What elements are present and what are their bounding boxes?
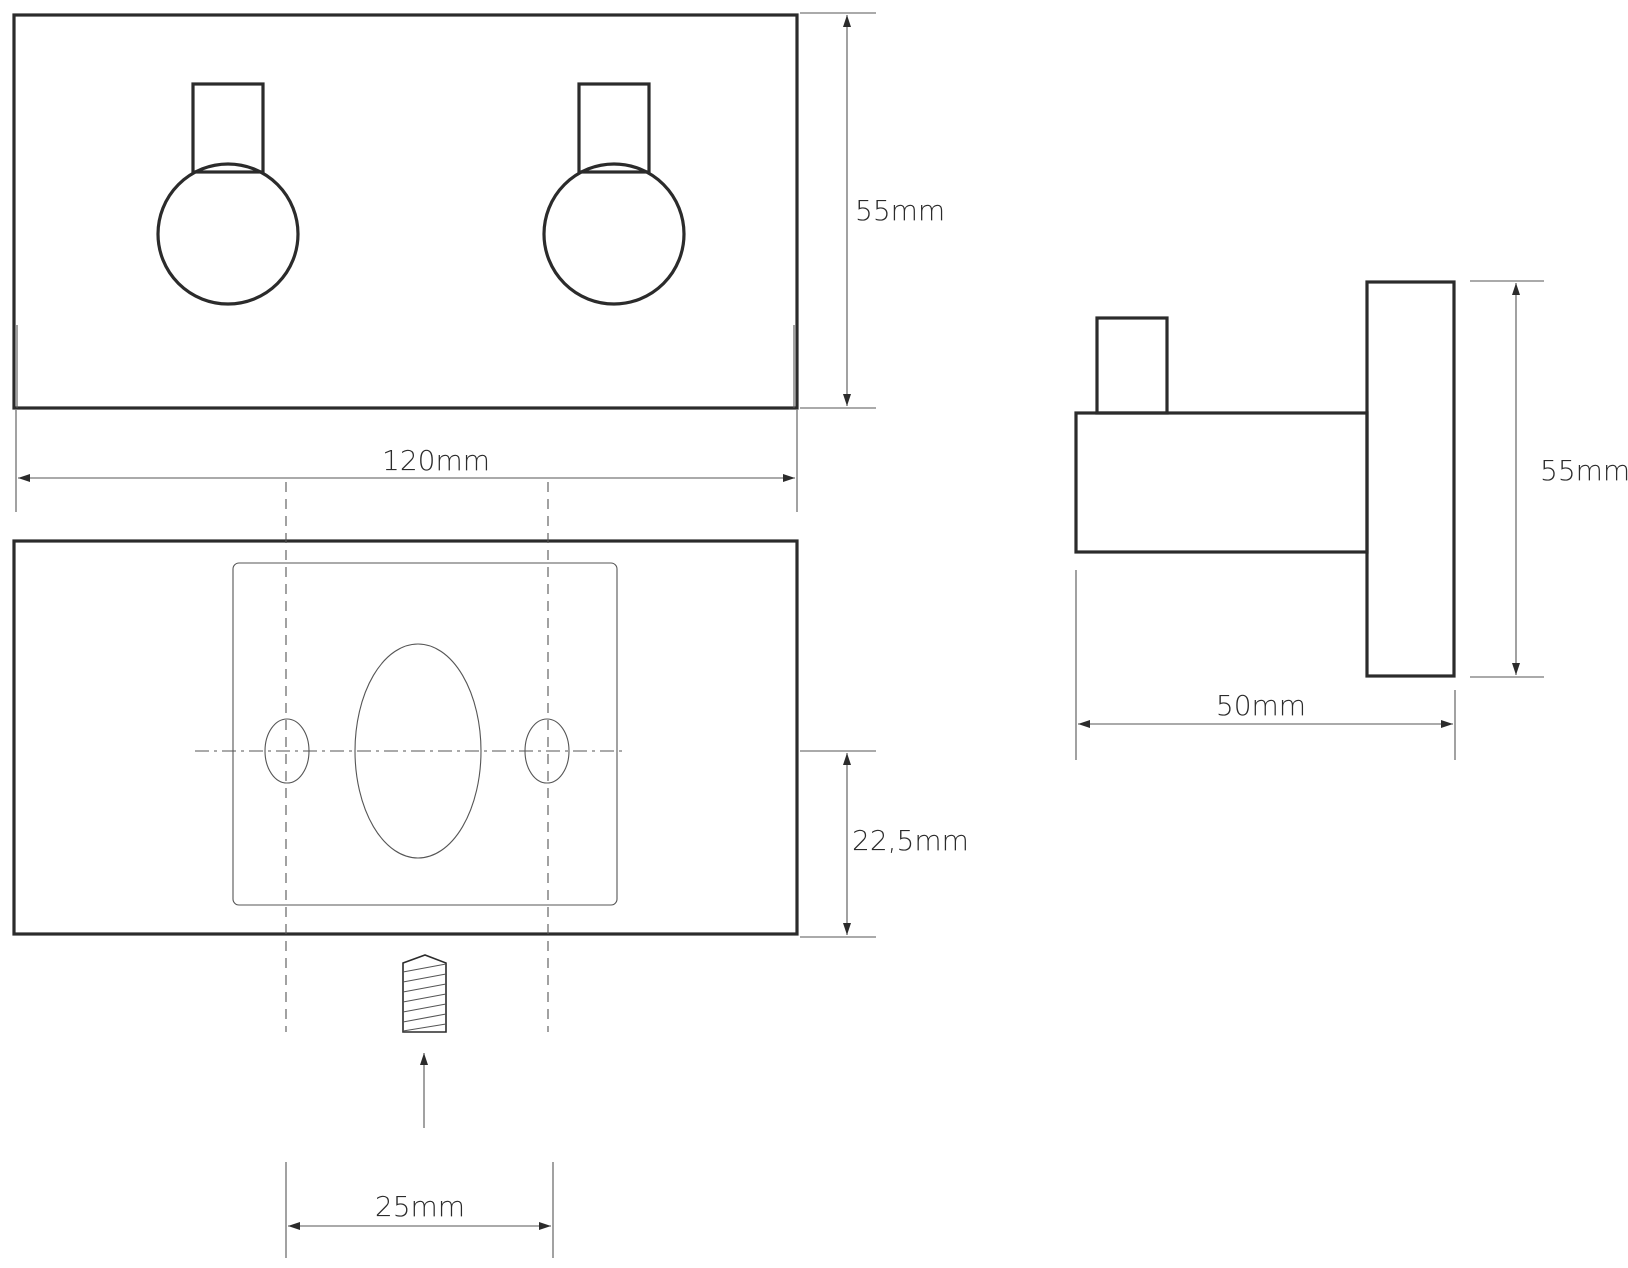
front-height-dimension: 55mm xyxy=(800,12,945,409)
front-width-label: 120mm xyxy=(382,444,490,477)
side-height-dimension: 55mm xyxy=(1470,280,1628,678)
side-depth-dimension: 50mm xyxy=(1075,570,1456,760)
hole-spacing-dimension: 25mm xyxy=(285,1162,554,1258)
side-depth-label: 50mm xyxy=(1216,689,1306,722)
front-width-dimension: 120mm xyxy=(15,410,798,512)
hole-spacing-label: 25mm xyxy=(375,1190,465,1223)
mounting-bracket xyxy=(232,562,618,906)
hook-left xyxy=(156,82,300,306)
side-arm xyxy=(1074,411,1369,554)
mounting-view xyxy=(12,482,799,1032)
screw-icon xyxy=(402,954,447,1033)
side-view xyxy=(1074,280,1456,678)
front-backplate xyxy=(12,13,799,410)
back-plate xyxy=(12,539,799,936)
hook-right xyxy=(542,82,686,306)
side-hook-tip xyxy=(1095,316,1169,415)
mount-offset-label: 22,5mm xyxy=(852,824,969,857)
front-view xyxy=(12,13,799,410)
side-height-label: 55mm xyxy=(1540,454,1628,487)
front-height-label: 55mm xyxy=(855,194,945,227)
center-oval-hole xyxy=(354,643,482,859)
side-backplate xyxy=(1365,280,1456,678)
mount-offset-dimension: 22,5mm xyxy=(800,750,969,938)
